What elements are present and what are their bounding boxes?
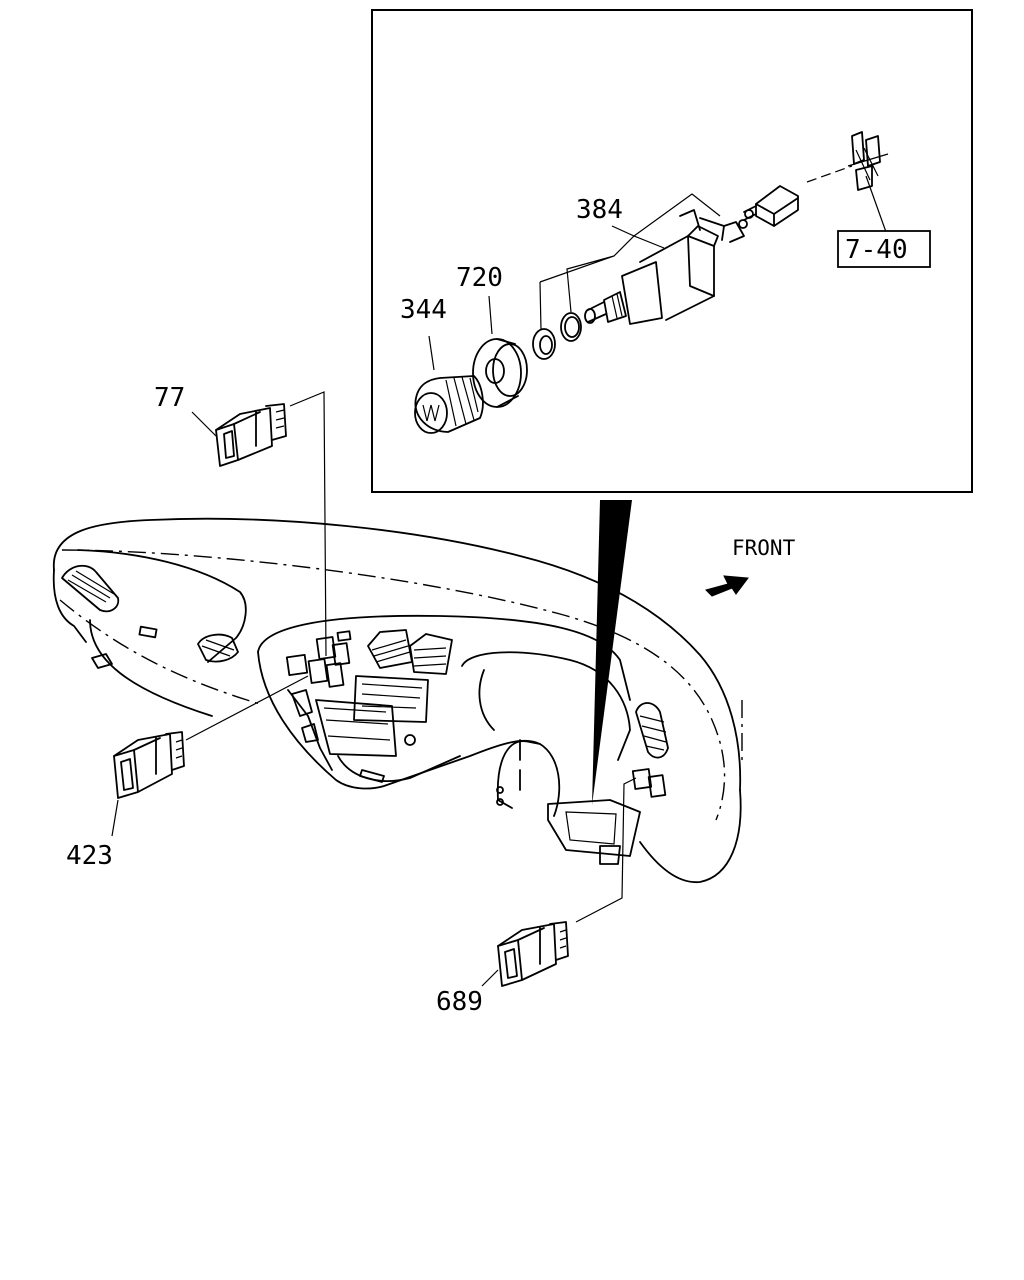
detail-pointer xyxy=(592,500,632,805)
callout-ref-7-40: 7-40 xyxy=(845,235,908,265)
leader-77 xyxy=(289,391,327,657)
detail-inset-frame xyxy=(371,9,973,493)
connector-plug-part xyxy=(743,185,799,227)
leader-423 xyxy=(185,675,309,741)
callout-384: 384 xyxy=(576,195,623,225)
direction-label: FRONT xyxy=(732,536,796,560)
switch-part-423 xyxy=(113,731,185,799)
callout-720: 720 xyxy=(456,263,503,293)
callout-77: 77 xyxy=(154,383,185,413)
switch-part-689 xyxy=(497,921,569,987)
arrow-right-icon xyxy=(705,575,749,597)
bezel-ring-part xyxy=(472,338,528,408)
leader-689-label xyxy=(481,969,499,987)
switch-part-77 xyxy=(215,403,287,467)
washer-parts xyxy=(532,312,582,360)
leader-423-label xyxy=(111,799,119,837)
callout-423: 423 xyxy=(66,841,113,871)
leader-77-label xyxy=(191,411,217,437)
harness-connector-part xyxy=(847,131,889,191)
leader-689 xyxy=(575,777,637,923)
dashboard-outline xyxy=(52,517,743,883)
callout-689: 689 xyxy=(436,987,483,1017)
reference-box xyxy=(837,230,931,268)
callout-344: 344 xyxy=(400,295,447,325)
knob-part xyxy=(414,375,484,434)
switch-body-part xyxy=(584,209,754,325)
